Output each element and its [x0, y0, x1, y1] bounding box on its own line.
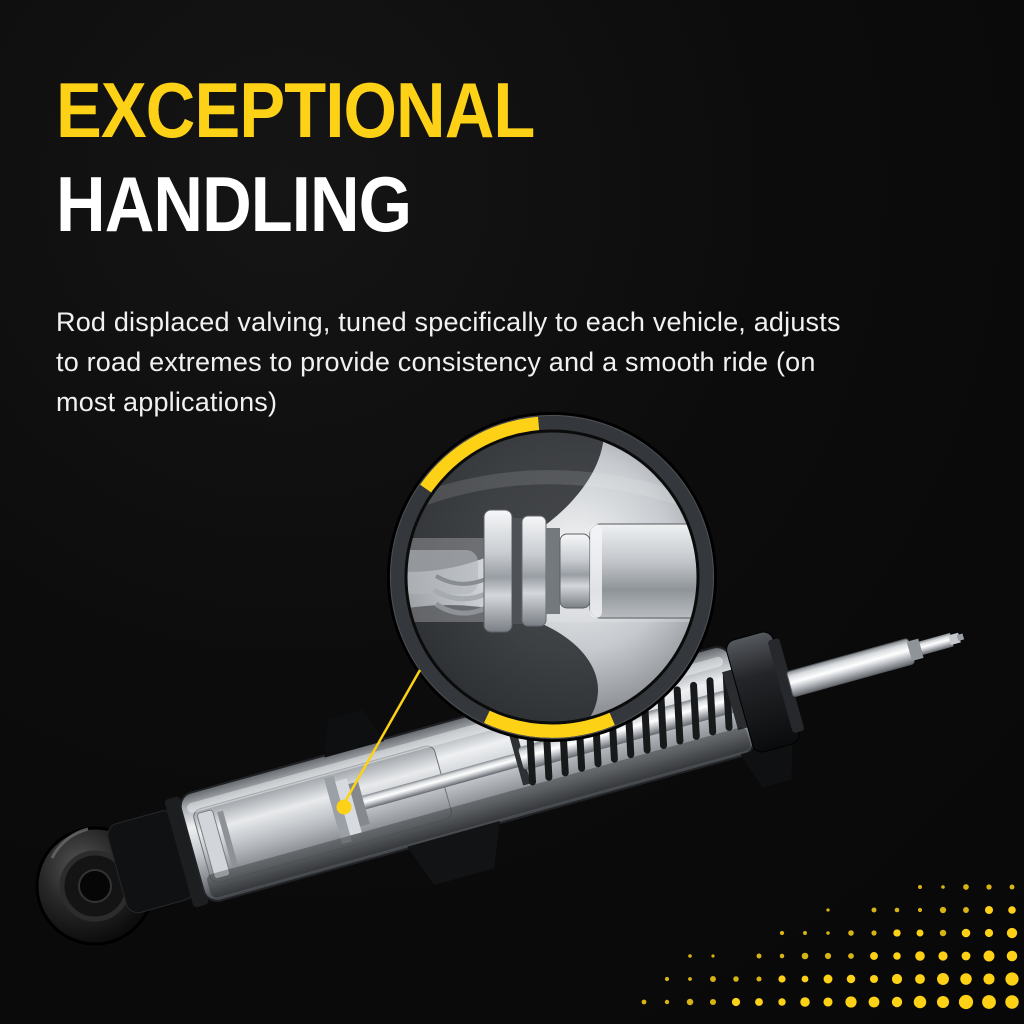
inner-rod [362, 750, 530, 810]
top-bracket [324, 709, 385, 758]
mount-flange [164, 796, 209, 908]
bottom-bracket [407, 821, 500, 885]
valve-closeup-callout [387, 412, 717, 742]
end-fin [740, 739, 793, 788]
ring-accent-top [418, 415, 540, 494]
base-valve [196, 809, 231, 880]
headline-line1: EXCEPTIONAL [56, 66, 535, 154]
headline-line2: HANDLING [56, 159, 412, 248]
ring-accent-bottom [483, 708, 616, 740]
dot-pattern [641, 884, 1019, 1010]
callout-leader [336, 669, 422, 815]
leader-line [344, 669, 422, 801]
piston-rod [786, 638, 915, 697]
body-copy: Rod displaced valving, tuned specificall… [56, 307, 841, 418]
callout-marker-dot [336, 799, 352, 815]
copy-block: EXCEPTIONAL HANDLING Rod displaced valvi… [56, 64, 876, 423]
rod-closeup [589, 523, 698, 619]
rod-stem [919, 632, 954, 655]
